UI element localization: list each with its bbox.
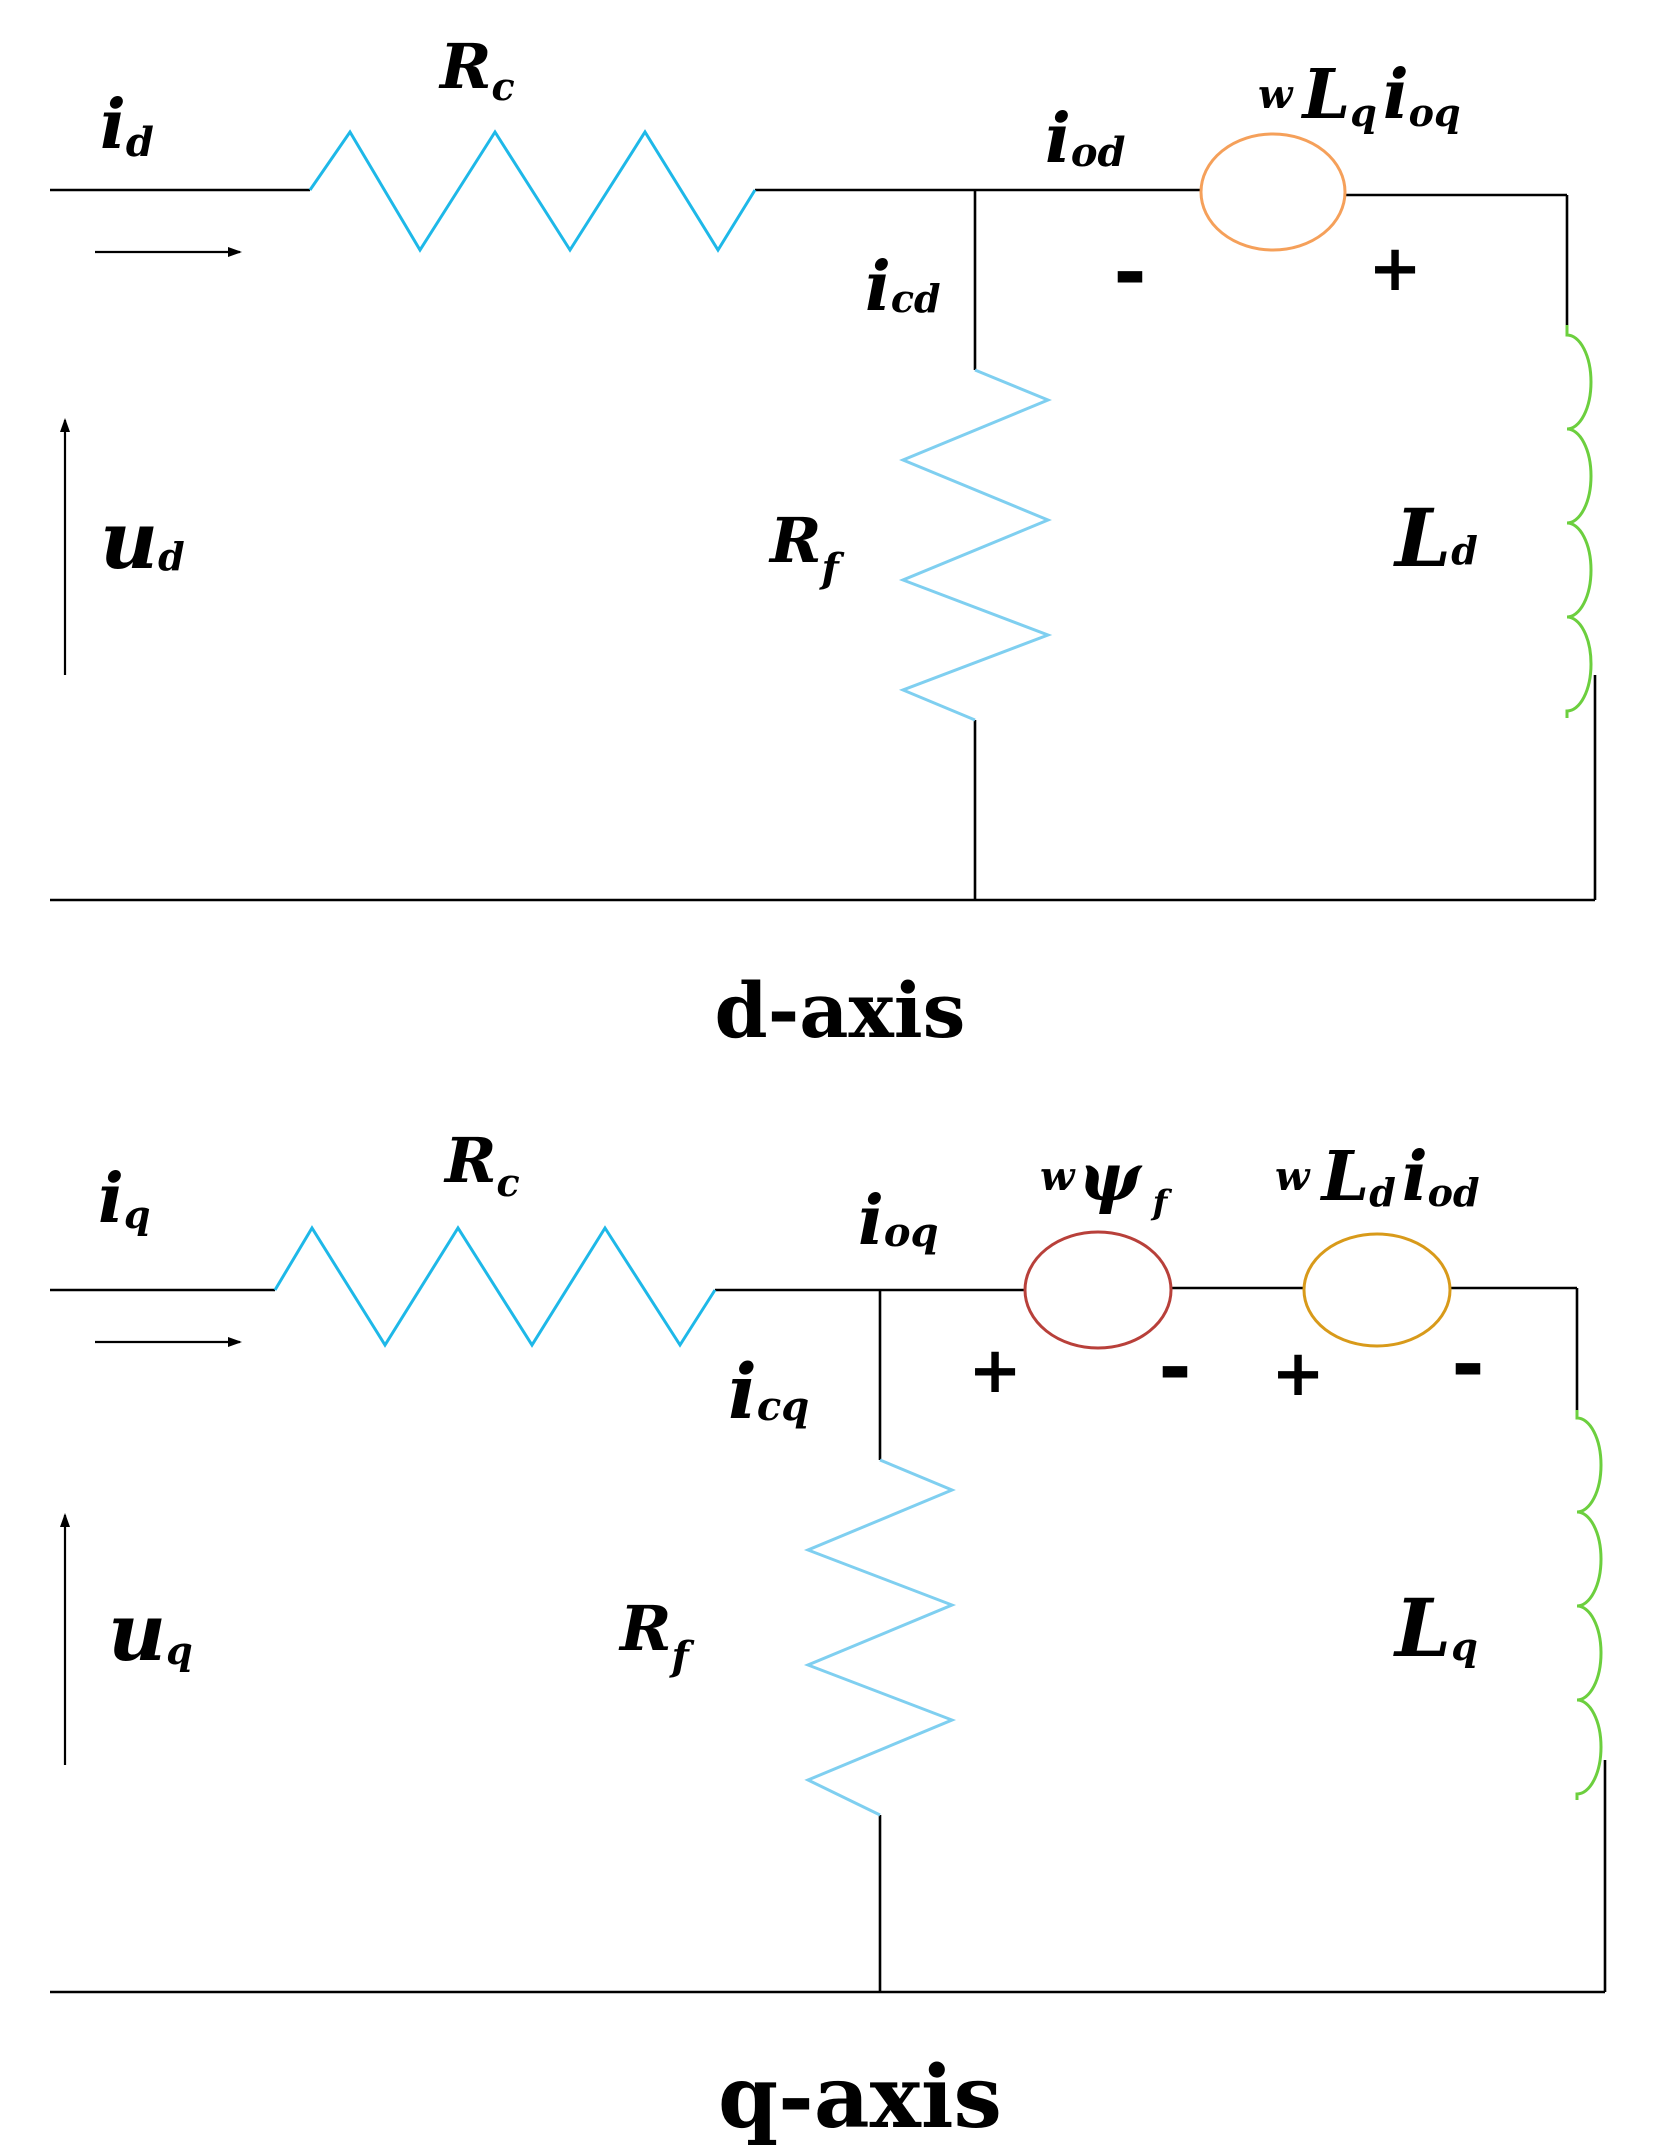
q-shunt-resistor-label: Rf (618, 1592, 695, 1680)
q-voltage-label: uq (108, 1585, 193, 1679)
d-current-label: id (100, 85, 154, 166)
d-shunt-resistor (898, 368, 1053, 722)
d-inductor-label: Ld (1393, 491, 1478, 585)
d-shunt-current-label: icd (865, 247, 941, 327)
d-output-current-label: iod (1045, 99, 1126, 179)
q-inductor (1575, 1410, 1603, 1800)
q-back-emf-source (1023, 1230, 1173, 1350)
d-inductor (1565, 325, 1593, 718)
q-shunt-current-label: icq (728, 1347, 809, 1436)
q-inductor-label: Lq (1393, 1581, 1478, 1675)
q-back-emf-minus-sign: - (1158, 1321, 1191, 1414)
d-series-resistor (308, 129, 757, 253)
d-voltage-label: ud (100, 493, 185, 587)
q-current-label: iq (98, 1159, 150, 1239)
d-axis-caption: d-axis (715, 966, 966, 1055)
d-source-plus-sign: + (1368, 232, 1422, 306)
q-shunt-resistor (803, 1458, 957, 1817)
d-source-minus-sign: - (1113, 226, 1146, 319)
q-source-plus-sign: + (1271, 1337, 1325, 1411)
d-series-resistor-label: Rc (438, 30, 515, 109)
q-series-resistor (273, 1225, 717, 1348)
q-source-minus-sign: - (1451, 1318, 1484, 1411)
q-series-resistor-label: Rc (443, 1124, 520, 1205)
q-back-emf-plus-sign: + (968, 1334, 1022, 1408)
q-output-current-label: ioq (858, 1181, 939, 1261)
q-axis-caption: q-axis (718, 2047, 1002, 2148)
d-shunt-resistor-label: Rf (768, 504, 845, 592)
d-controlled-source (1199, 132, 1347, 252)
q-controlled-source (1302, 1232, 1452, 1348)
